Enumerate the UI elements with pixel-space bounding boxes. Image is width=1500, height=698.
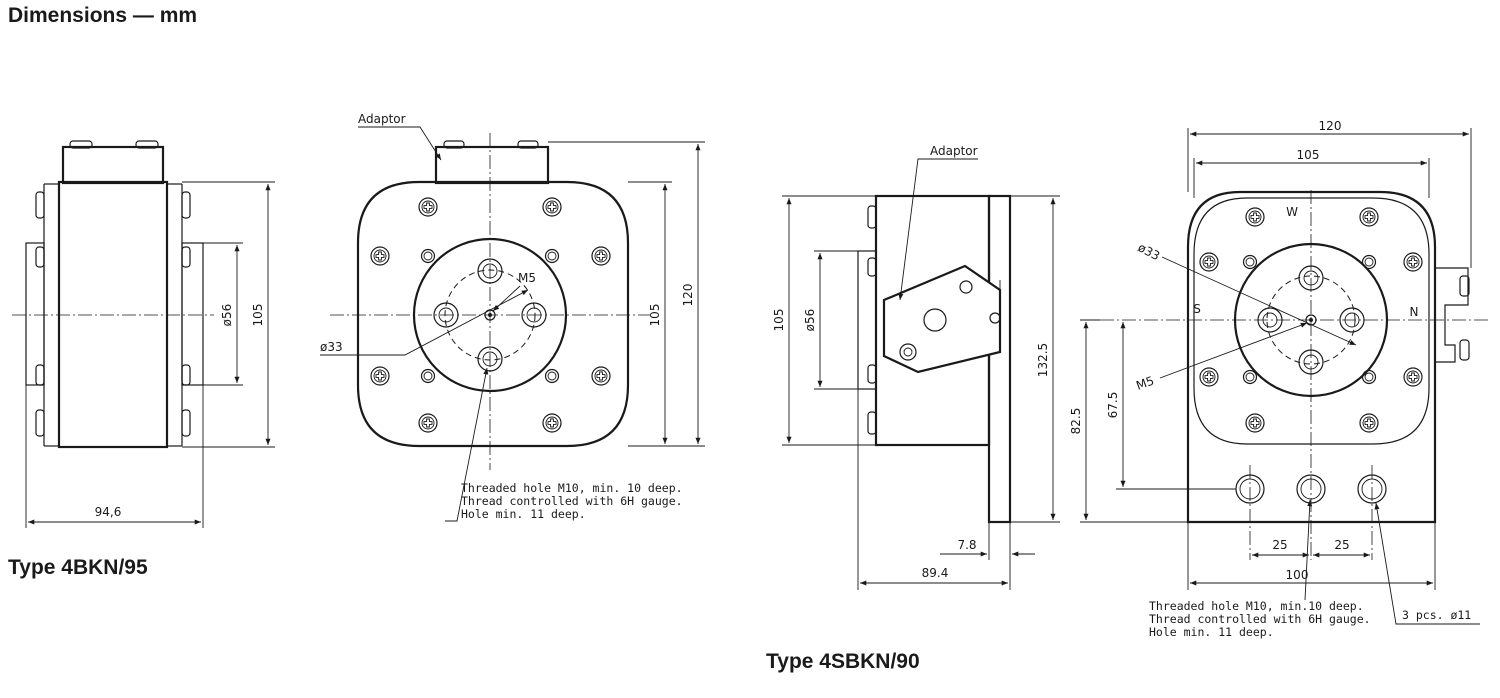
type-a-side-flange-right: [181, 242, 204, 386]
type-b-front-dir-n: N: [1410, 305, 1419, 319]
type-b-side-dim-plate: 7.8: [957, 538, 976, 552]
type-a-front-dim-inner-height: 105: [648, 304, 662, 327]
type-a-side-dim-diameter: ø56: [220, 304, 234, 327]
type-a-front-adaptor-block: [434, 145, 550, 185]
type-a-front-dim-thread: M5: [518, 271, 536, 285]
type-a-side-dim-width: 94,6: [95, 505, 122, 519]
type-b-front-mounting-plate: [1186, 190, 1437, 524]
type-b-front-dir-s: S: [1193, 302, 1201, 316]
type-a-side-view: 105 ø56 94,6: [12, 140, 275, 528]
type-a-front-dim-total-height: 120: [681, 284, 695, 307]
type-b-front-dim-thread: M5: [1134, 374, 1156, 393]
type-b-side-dim-diameter: ø56: [803, 309, 817, 332]
type-b-side-dim-depth: 89.4: [922, 566, 949, 580]
type-b-front-dim-pitch-left: 25: [1272, 538, 1287, 552]
type-b-front-note: Threaded hole M10, min.10 deep. Thread c…: [1149, 599, 1378, 639]
type-4bkn-95-label: Type 4BKN/95: [8, 556, 148, 579]
type-4sbkn-90-label: Type 4SBKN/90: [766, 650, 920, 673]
type-a-side-body: [57, 180, 169, 449]
type-a-side-adaptor-bolt: [69, 140, 93, 149]
type-a-side-dim-height: 105: [251, 304, 265, 327]
type-b-side-dim-height: 105: [772, 309, 786, 332]
type-b-front-dim-inner-width: 105: [1297, 148, 1320, 162]
type-a-front-note: Threaded hole M10, min. 10 deep. Thread …: [461, 481, 690, 521]
type-a-side-adaptor-bolt: [135, 140, 159, 149]
type-b-side-view: Adaptor 105 ø56 132.5 7.8 89.4: [772, 144, 1060, 590]
type-b-side-mounting-plate: [987, 194, 1012, 524]
type-a-front-view: Adaptor M5 ø33 105 120 Threaded hole M10…: [320, 112, 705, 522]
type-b-side-adaptor-label: Adaptor: [930, 144, 978, 158]
type-b-front-body: [1193, 197, 1430, 445]
type-b-front-dir-w: W: [1286, 205, 1298, 219]
type-a-front-body: [356, 180, 630, 448]
type-b-front-connector: [1435, 267, 1469, 363]
type-a-front-dim-diameter: ø33: [320, 340, 343, 354]
type-b-side-flange: [857, 250, 877, 390]
type-b-front-dim-diameter: ø33: [1136, 240, 1163, 263]
type-b-front-dim-pitch-right: 25: [1334, 538, 1349, 552]
type-b-side-dim-total-height: 132.5: [1036, 343, 1050, 377]
type-b-front-dim-outer-width: 120: [1319, 119, 1342, 133]
type-a-side-flange-left: [25, 242, 45, 386]
page-title: Dimensions — mm: [8, 4, 198, 27]
type-b-front-dim-base-width: 100: [1286, 568, 1309, 582]
type-b-front-dim-center-height: 82.5: [1069, 408, 1083, 435]
type-a-front-adaptor-label: Adaptor: [358, 112, 406, 126]
type-b-front-dim-holes: 3 pcs. ø11: [1402, 608, 1471, 622]
type-a-side-adaptor-block: [61, 145, 165, 185]
type-b-front-view: W S N ø33 M5 120 105 82.5 67.5 25 25: [1069, 119, 1490, 639]
type-b-front-dim-hole-height: 67.5: [1106, 392, 1120, 419]
